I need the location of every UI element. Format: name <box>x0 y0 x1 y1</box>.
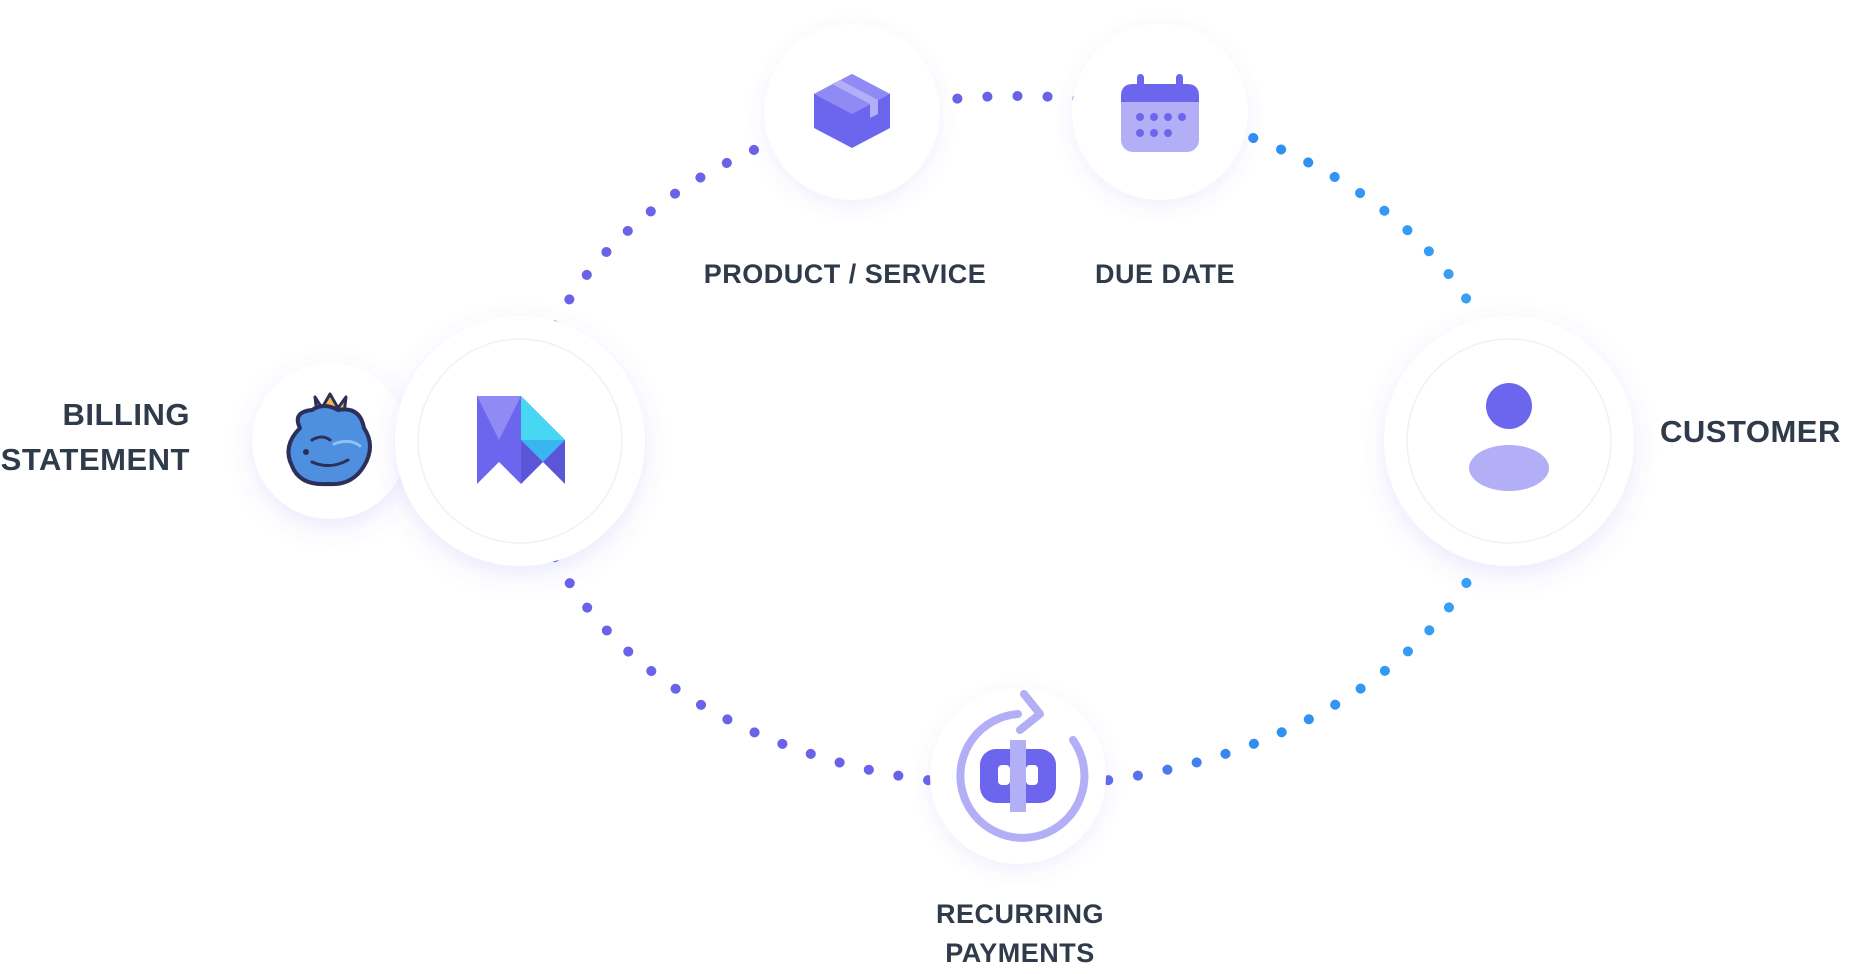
calendar-icon <box>1121 74 1199 152</box>
label-billing-line1: BILLING <box>62 397 190 432</box>
box-icon <box>814 74 890 148</box>
label-recurring-payments: RECURRING PAYMENTS <box>900 895 1140 973</box>
node-recurring <box>930 688 1106 864</box>
label-customer: CUSTOMER <box>1660 414 1841 449</box>
mascot-icon <box>286 392 372 487</box>
flow-path <box>521 91 1515 791</box>
label-billing-statement: BILLING STATEMENT <box>0 393 190 483</box>
label-recurring-line1: RECURRING <box>935 899 1104 929</box>
node-due-date <box>1072 24 1248 200</box>
node-brand <box>395 316 645 566</box>
label-product-service: PRODUCT / SERVICE <box>703 259 987 289</box>
node-product <box>764 24 940 200</box>
label-recurring-line2: PAYMENTS <box>945 938 1095 969</box>
node-customer <box>1384 316 1634 566</box>
user-icon <box>1469 383 1549 491</box>
node-billing <box>252 363 408 519</box>
label-billing-line2: STATEMENT <box>0 441 190 477</box>
brand-logo-icon <box>477 396 565 484</box>
recurring-payment-icon <box>956 690 1089 842</box>
label-due-date: DUE DATE <box>1094 259 1235 289</box>
